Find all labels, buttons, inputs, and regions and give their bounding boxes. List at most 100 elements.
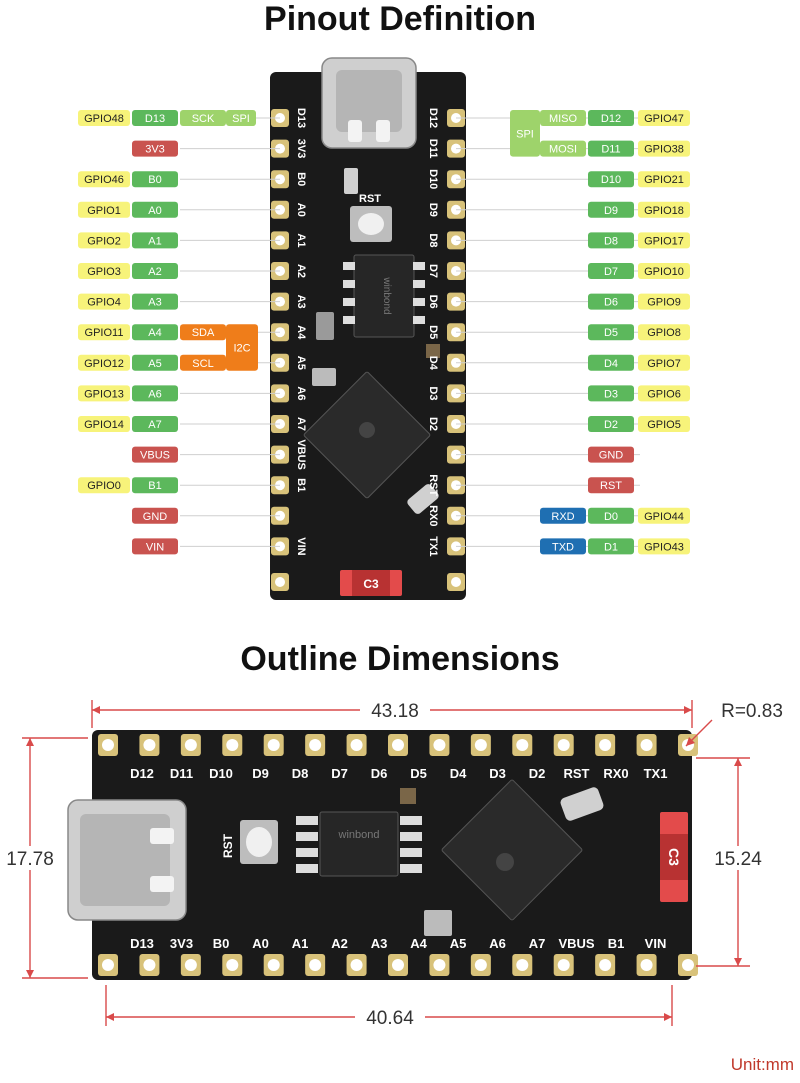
pin-tag-text: D9: [604, 205, 618, 217]
dim-left-height-arrow: [26, 738, 34, 746]
outline-mcu-logo: [496, 853, 514, 871]
gpio-tag-bg: [78, 171, 130, 188]
spi-group-left-text: SPI: [232, 113, 250, 125]
gpio-tag-bg: [78, 293, 130, 310]
pinout-title: Pinout Definition: [264, 0, 536, 38]
outline-flash-text: winbond: [338, 829, 380, 841]
pin-tag: D0: [588, 507, 634, 524]
spi-group-right-label: SPI: [516, 128, 534, 140]
outline-pad-bottom-hole: [392, 959, 404, 971]
spi-group-right: [510, 110, 540, 157]
outline-top-label: D8: [292, 766, 309, 781]
gpio-tag-bg: [78, 477, 130, 494]
pin-tag-bg: [132, 263, 178, 279]
usb-c-tab-right: [376, 120, 390, 142]
outline-top-label: D2: [529, 766, 546, 781]
board-label-right: D2: [427, 417, 439, 431]
outline-usb-c-inner: [80, 814, 170, 906]
gpio-tag: GPIO38: [638, 140, 690, 157]
pin-tag-bg: [132, 201, 178, 218]
outline-ceramic: [424, 910, 452, 936]
gpio-tag-text: GPIO17: [644, 235, 684, 247]
outline-pad-bottom-hole: [516, 959, 529, 971]
pin-tag-bg: [588, 140, 634, 157]
outline-bottom-label: B1: [608, 936, 625, 951]
pin-tag-bg: [132, 354, 178, 371]
gpio-tag-text: GPIO43: [644, 541, 684, 553]
power-tag: 3V3: [132, 140, 178, 157]
pin-tag-bg: [588, 201, 634, 218]
board-label-left: A3: [295, 295, 307, 309]
gpio-tag-text: GPIO47: [644, 113, 684, 125]
gpio-tag-bg: [78, 324, 130, 341]
pin-tag-bg: [588, 263, 634, 279]
power-tag: RST: [588, 477, 634, 494]
power-tag-text: VIN: [146, 541, 164, 553]
unit-label: Unit:mm: [730, 1055, 794, 1074]
outline-bottom-label: VBUS: [558, 936, 594, 951]
gpio-tag: GPIO2: [78, 232, 130, 249]
gpio-tag-bg: [638, 201, 690, 218]
gpio-tag-text: GPIO8: [647, 327, 681, 339]
gpio-tag: GPIO47: [638, 110, 690, 126]
gpio-tag-text: GPIO5: [647, 419, 681, 431]
pin-tag: A6: [132, 385, 178, 402]
outline-pad-top-hole: [516, 739, 529, 751]
func-tag: MISO: [540, 110, 586, 126]
power-tag-bg: [132, 538, 178, 555]
outline-pad-top-hole: [474, 739, 487, 751]
pad-right-extra-hole: [451, 577, 461, 587]
outline-flash-pin: [296, 832, 318, 841]
outline-pad-bottom-hole: [309, 959, 322, 971]
pad-left-extra-hole: [275, 577, 285, 587]
outline-led: [400, 788, 416, 804]
board-label-right: D5: [427, 325, 439, 339]
gpio-tag: GPIO8: [638, 324, 690, 341]
outline-bottom-label: A2: [331, 936, 348, 951]
pin-tag-bg: [588, 232, 634, 249]
pin-tag-text: A0: [148, 205, 161, 217]
pin-tag-bg: [588, 385, 634, 402]
pin-tag: A2: [132, 263, 178, 279]
outline-bottom-label: A3: [371, 936, 388, 951]
outline-pad-top-hole: [143, 739, 156, 751]
outline-bottom-label: A4: [410, 936, 427, 951]
outline-bottom-label: D13: [130, 936, 154, 951]
func-tag-bg: [540, 140, 586, 157]
pin-tag-text: D2: [604, 419, 618, 431]
board-label-right: D8: [427, 233, 439, 247]
outline-bottom-label: A5: [450, 936, 467, 951]
outline-flash-pin: [400, 832, 422, 841]
gpio-tag-bg: [638, 385, 690, 402]
pin-tag: D7: [588, 263, 634, 279]
power-tag: GND: [132, 507, 178, 524]
pin-tag-bg: [132, 324, 178, 341]
outline-pad-top-hole: [184, 739, 197, 751]
board-label-right: D6: [427, 295, 439, 309]
gpio-tag: GPIO6: [638, 385, 690, 402]
func-tag-text: MISO: [549, 113, 578, 125]
spi-group-left-bg: [226, 110, 256, 126]
pin-tag: D4: [588, 354, 634, 371]
outline-top-label: D4: [450, 766, 467, 781]
func-tag-bg: [180, 110, 226, 126]
pin-tag-text: B1: [148, 480, 161, 492]
outline-pad-top-hole: [557, 739, 570, 751]
outline-c3-text: C3: [666, 848, 682, 866]
outline-pad-bottom-hole: [226, 959, 239, 971]
pin-tag: D6: [588, 293, 634, 310]
pin-tag-text: D6: [604, 297, 618, 309]
flash-pin: [343, 316, 355, 324]
outline-top-label: RST: [564, 766, 590, 781]
board-rst-text: RST: [359, 193, 381, 205]
pin-tag-bg: [132, 171, 178, 188]
func-tag-bg: [180, 324, 226, 341]
outline-pad-top-hole: [267, 739, 280, 751]
gpio-tag-text: GPIO21: [644, 174, 684, 186]
power-tag-text: GND: [143, 511, 168, 523]
pin-tag-text: D10: [601, 174, 621, 186]
board-label-right: RX0: [427, 505, 439, 526]
gpio-tag: GPIO9: [638, 293, 690, 310]
flash-chip-text: winbond: [381, 276, 392, 314]
func-tag: MOSI: [540, 140, 586, 157]
